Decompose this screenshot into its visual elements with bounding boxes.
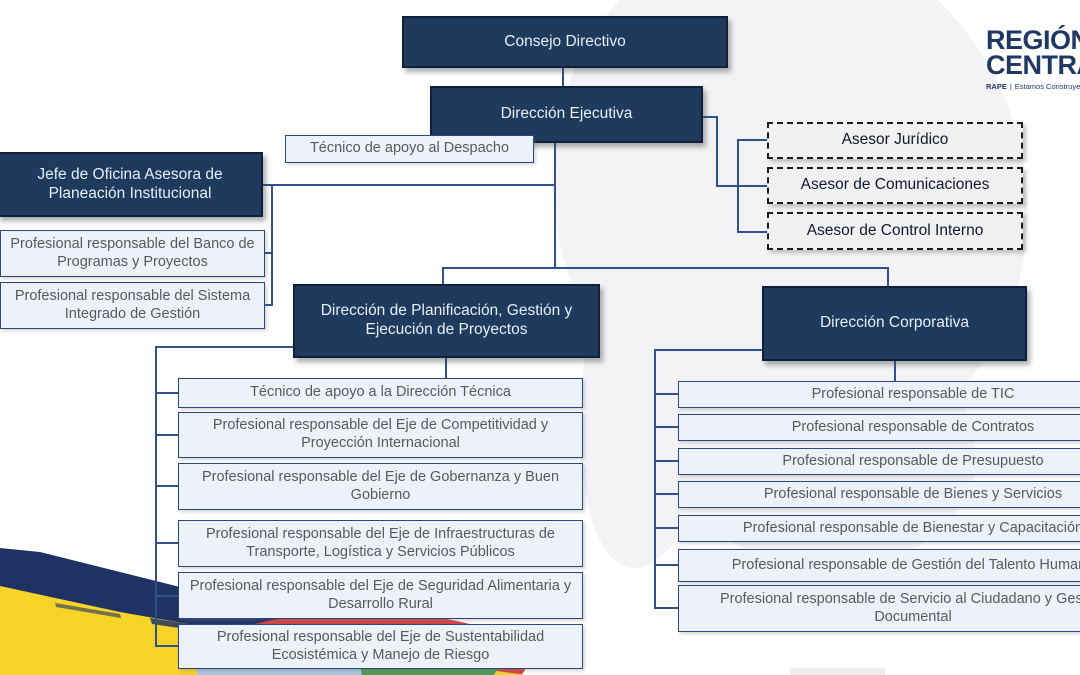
node-consejo-directivo: Consejo Directivo — [402, 16, 728, 68]
connector-line — [262, 184, 555, 186]
connector-line — [654, 527, 678, 529]
connector-line — [442, 267, 444, 286]
connector-line — [737, 139, 767, 141]
connector-line — [264, 252, 273, 254]
connector-line — [554, 143, 556, 269]
node-tecnico-direccion-tecnica: Técnico de apoyo a la Dirección Técnica — [178, 378, 583, 408]
connector-line — [716, 185, 767, 187]
node-contratos: Profesional responsable de Contratos — [678, 414, 1080, 441]
logo-tagline: RAPE|Estamos Construyendo — [986, 82, 1080, 91]
logo-line-central: CENTRAL — [986, 49, 1080, 80]
connector-line — [654, 460, 678, 462]
connector-line — [155, 485, 178, 487]
logo-tagline-text: Estamos Construyendo — [1014, 81, 1080, 91]
connector-line — [703, 116, 718, 118]
node-asesor-juridico: Asesor Jurídico — [767, 122, 1023, 159]
node-tic: Profesional responsable de TIC — [678, 381, 1080, 408]
connector-line — [887, 267, 889, 287]
connector-line — [445, 358, 447, 378]
node-eje-sustentabilidad: Profesional responsable del Eje de Suste… — [178, 624, 583, 669]
connector-line — [562, 68, 564, 86]
logo-separator: | — [1009, 81, 1012, 91]
connector-line — [654, 349, 762, 351]
node-direccion-corporativa: Dirección Corporativa — [762, 286, 1027, 361]
node-servicio-ciudadano: Profesional responsable de Servicio al C… — [678, 585, 1080, 632]
connector-line — [155, 392, 178, 394]
node-asesor-comunicaciones: Asesor de Comunicaciones — [767, 167, 1023, 204]
logo-rape-label: RAPE — [986, 81, 1007, 91]
node-eje-infraestructuras: Profesional responsable del Eje de Infra… — [178, 520, 583, 567]
node-talento-humano: Profesional responsable de Gestión del T… — [678, 549, 1080, 582]
connector-line — [442, 267, 889, 269]
watermark-strip — [790, 668, 885, 675]
connector-line — [654, 393, 678, 395]
connector-line — [654, 493, 678, 495]
connector-line — [155, 595, 178, 597]
connector-line — [155, 346, 293, 348]
connector-line — [155, 346, 157, 647]
node-eje-seguridad-alimentaria: Profesional responsable del Eje de Segur… — [178, 572, 583, 619]
connector-line — [654, 426, 678, 428]
connector-line — [716, 116, 718, 187]
region-central-logo: REGIÓN CENTRAL RAPE|Estamos Construyendo — [986, 25, 1080, 91]
node-eje-gobernanza: Profesional responsable del Eje de Gober… — [178, 463, 583, 510]
node-tecnico-apoyo-despacho: Técnico de apoyo al Despacho — [285, 135, 534, 163]
connector-line — [155, 434, 178, 436]
connector-line — [155, 542, 178, 544]
node-sistema-integrado-gestion: Profesional responsable del Sistema Inte… — [0, 282, 265, 329]
node-asesor-control-interno: Asesor de Control Interno — [767, 212, 1023, 250]
node-direccion-ejecutiva: Dirección Ejecutiva — [430, 86, 703, 143]
node-bienestar-capacitacion: Profesional responsable de Bienestar y C… — [678, 515, 1080, 542]
connector-line — [271, 184, 273, 306]
connector-line — [264, 304, 273, 306]
node-eje-competitividad: Profesional responsable del Eje de Compe… — [178, 412, 583, 458]
node-presupuesto: Profesional responsable de Presupuesto — [678, 448, 1080, 475]
connector-line — [737, 231, 767, 233]
connector-line — [654, 349, 656, 609]
logo-line-region: REGIÓN — [986, 25, 1080, 55]
connector-line — [654, 607, 678, 609]
node-jefe-oficina-planeacion: Jefe de Oficina Asesora de Planeación In… — [0, 152, 263, 217]
connector-line — [155, 645, 178, 647]
node-direccion-planificacion: Dirección de Planificación, Gestión y Ej… — [293, 284, 600, 358]
connector-line — [894, 360, 896, 382]
node-bienes-servicios: Profesional responsable de Bienes y Serv… — [678, 481, 1080, 508]
connector-line — [654, 564, 678, 566]
connector-line — [737, 139, 739, 233]
node-banco-programas-proyectos: Profesional responsable del Banco de Pro… — [0, 230, 265, 277]
